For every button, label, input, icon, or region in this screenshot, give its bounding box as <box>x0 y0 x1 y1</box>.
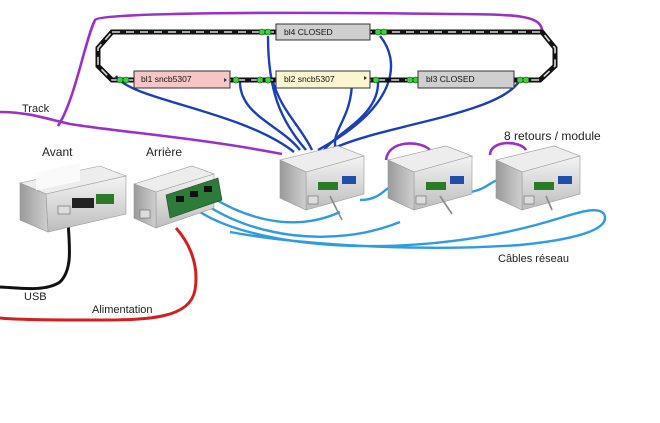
cables-label: Câbles réseau <box>498 253 569 265</box>
block-label: bl3 CLOSED <box>426 74 475 84</box>
feedback-module-2 <box>387 145 473 211</box>
usb-label: USB <box>24 291 47 303</box>
alimentation-label: Alimentation <box>92 304 153 316</box>
block-bl1[interactable]: bl1 sncb5307 <box>133 70 231 89</box>
block-label: bl2 sncb5307 <box>284 74 335 84</box>
track-wires <box>0 11 544 161</box>
module-leads <box>329 195 553 221</box>
block-bl2[interactable]: bl2 sncb5307 <box>275 70 371 89</box>
feedback-module-1 <box>279 145 365 211</box>
usb-cable <box>0 221 71 291</box>
rear-module <box>133 165 223 229</box>
track-label: Track <box>22 103 50 115</box>
usb-interface-module <box>19 162 128 233</box>
network-cables <box>199 178 607 249</box>
track-layout <box>95 29 558 83</box>
arriere-label: Arrière <box>146 145 182 159</box>
block-bl3[interactable]: bl3 CLOSED <box>417 70 515 89</box>
track-sensors <box>116 28 530 84</box>
block-label: bl4 CLOSED <box>284 27 333 37</box>
avant-label: Avant <box>42 145 73 159</box>
block-bl4[interactable]: bl4 CLOSED <box>275 23 371 41</box>
retours-label: 8 retours / module <box>504 129 601 143</box>
power-cable <box>0 226 198 322</box>
feedback-wires <box>114 35 522 153</box>
feedback-module-3 <box>495 145 581 211</box>
block-label: bl1 sncb5307 <box>141 74 192 84</box>
